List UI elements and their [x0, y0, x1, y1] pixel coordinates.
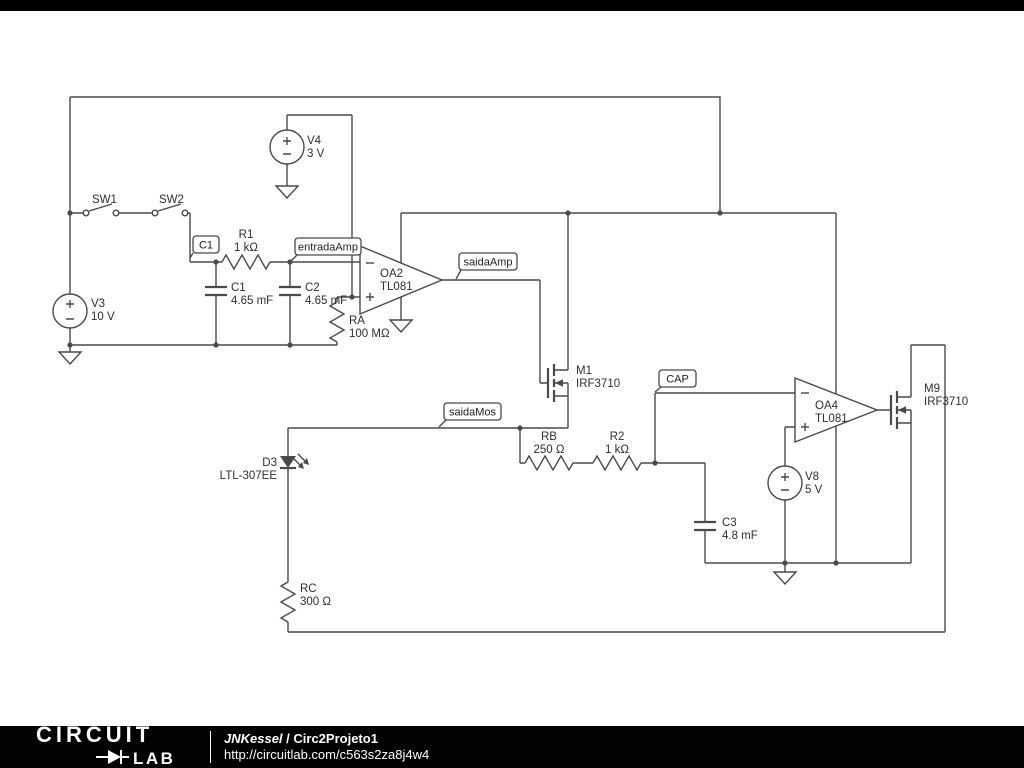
- r2-value: 1 kΩ: [605, 444, 629, 456]
- v8-value: 5 V: [805, 484, 823, 496]
- rc-value: 300 Ω: [300, 596, 331, 608]
- footer-bar: CIRCUIT LAB JNKessel / Circ2Projeto1 htt…: [0, 722, 1024, 768]
- rc-name: RC: [300, 583, 317, 595]
- net-flag-c1[interactable]: C1: [189, 235, 220, 259]
- plus-minus-marks: [66, 300, 74, 320]
- m9-name: M9: [924, 383, 940, 395]
- ra-name: RA: [349, 315, 365, 327]
- footer-author-link[interactable]: JNKessel: [224, 730, 283, 746]
- net-flag-entradaamp[interactable]: entradaAmp: [290, 237, 362, 262]
- ground-symbol-v3[interactable]: [57, 345, 83, 366]
- oa4-value: TL081: [815, 413, 848, 425]
- v3-value: 10 V: [91, 311, 115, 323]
- net-flag-cap[interactable]: CAP: [654, 369, 697, 393]
- plus-input-mark: [801, 423, 809, 431]
- ground-symbol-v8[interactable]: [772, 563, 798, 586]
- footer-title-line: JNKessel / Circ2Projeto1: [224, 731, 429, 747]
- opamp-oa4[interactable]: OA4 TL081: [794, 376, 879, 444]
- footer-divider: [210, 731, 211, 763]
- switch-sw2[interactable]: SW2: [151, 194, 189, 217]
- flag-c1-label: C1: [199, 240, 213, 252]
- mosfet-m9[interactable]: M9 IRF3710: [889, 383, 968, 429]
- d3-value: LTL-307EE: [220, 470, 278, 482]
- led-emission-arrows: [292, 453, 307, 467]
- c3-name: C3: [722, 517, 737, 529]
- m9-value: IRF3710: [924, 396, 968, 408]
- plus-minus-marks: [781, 473, 789, 491]
- resistor-r1[interactable]: R1 1 kΩ: [221, 229, 271, 271]
- r2-name: R2: [610, 431, 625, 443]
- c2-value: 4.65 mF: [305, 295, 347, 307]
- voltage-source-v4[interactable]: V4 3 V: [269, 129, 325, 165]
- r1-value: 1 kΩ: [234, 242, 258, 254]
- mosfet-arrow: [898, 406, 906, 414]
- switch-sw1[interactable]: SW1: [82, 194, 120, 217]
- circuitlab-logo[interactable]: CIRCUIT LAB: [36, 722, 196, 768]
- v3-name: V3: [91, 298, 105, 310]
- ground-symbol-v4[interactable]: [274, 185, 300, 200]
- oa4-name: OA4: [815, 400, 839, 412]
- c1-name: C1: [231, 282, 246, 294]
- resistor-rc[interactable]: RC 300 Ω: [279, 581, 331, 623]
- led-d3[interactable]: D3 LTL-307EE: [220, 453, 309, 482]
- v8-name: V8: [805, 471, 819, 483]
- junction-dots: [67, 210, 839, 566]
- resistor-r2[interactable]: R2 1 kΩ: [592, 431, 642, 472]
- m1-name: M1: [576, 365, 592, 377]
- resistor-ra[interactable]: RA 100 MΩ: [328, 301, 390, 343]
- ground-symbol-oa2[interactable]: [388, 319, 414, 334]
- c1-value: 4.65 mF: [231, 295, 273, 307]
- logo-lab-text: LAB: [133, 749, 175, 765]
- net-flag-saidaamp[interactable]: saidaAmp: [455, 252, 518, 280]
- voltage-source-v8[interactable]: V8 5 V: [767, 465, 823, 501]
- opamp-oa2[interactable]: OA2 TL081: [359, 244, 444, 316]
- r1-name: R1: [239, 229, 254, 241]
- capacitor-c2[interactable]: C2 4.65 mF: [279, 282, 347, 307]
- rb-name: RB: [541, 431, 557, 443]
- mosfet-m1[interactable]: M1 IRF3710: [546, 364, 620, 402]
- flag-cap-label: CAP: [666, 374, 689, 386]
- footer-separator: /: [282, 730, 294, 746]
- m1-value: IRF3710: [576, 378, 620, 390]
- schematic-wires[interactable]: [69, 96, 946, 633]
- footer-url-link[interactable]: http://circuitlab.com/c563s2za8j4w4: [224, 747, 430, 762]
- v4-value: 3 V: [307, 148, 325, 160]
- sw1-name: SW1: [92, 194, 117, 206]
- diode-icon: [96, 749, 129, 764]
- flag-saidamos-label: saidaMos: [449, 407, 497, 419]
- v4-name: V4: [307, 135, 322, 147]
- flag-saidaamp-label: saidaAmp: [464, 257, 513, 269]
- footer-info: JNKessel / Circ2Projeto1 http://circuitl…: [224, 731, 429, 764]
- voltage-source-v3[interactable]: V3 10 V: [52, 293, 115, 329]
- plus-minus-marks: [283, 137, 291, 155]
- footer-project-link[interactable]: Circ2Projeto1: [293, 730, 378, 746]
- sw2-name: SW2: [159, 194, 184, 206]
- mosfet-arrow: [555, 379, 563, 387]
- c2-name: C2: [305, 282, 320, 294]
- capacitor-c1[interactable]: C1 4.65 mF: [205, 282, 273, 307]
- flag-entradaamp-label: entradaAmp: [298, 242, 358, 254]
- logo-circuit-text: CIRCUIT: [36, 725, 153, 747]
- d3-name: D3: [262, 457, 277, 469]
- top-bar: [0, 0, 1024, 11]
- c3-value: 4.8 mF: [722, 530, 758, 542]
- rb-value: 250 Ω: [534, 444, 565, 456]
- capacitor-c3[interactable]: C3 4.8 mF: [694, 517, 758, 542]
- oa2-name: OA2: [380, 268, 403, 280]
- plus-input-mark: [366, 293, 374, 301]
- net-flag-saidamos[interactable]: saidaMos: [438, 402, 502, 428]
- ra-value: 100 MΩ: [349, 328, 390, 340]
- oa2-value: TL081: [380, 281, 413, 293]
- resistor-rb[interactable]: RB 250 Ω: [524, 431, 574, 472]
